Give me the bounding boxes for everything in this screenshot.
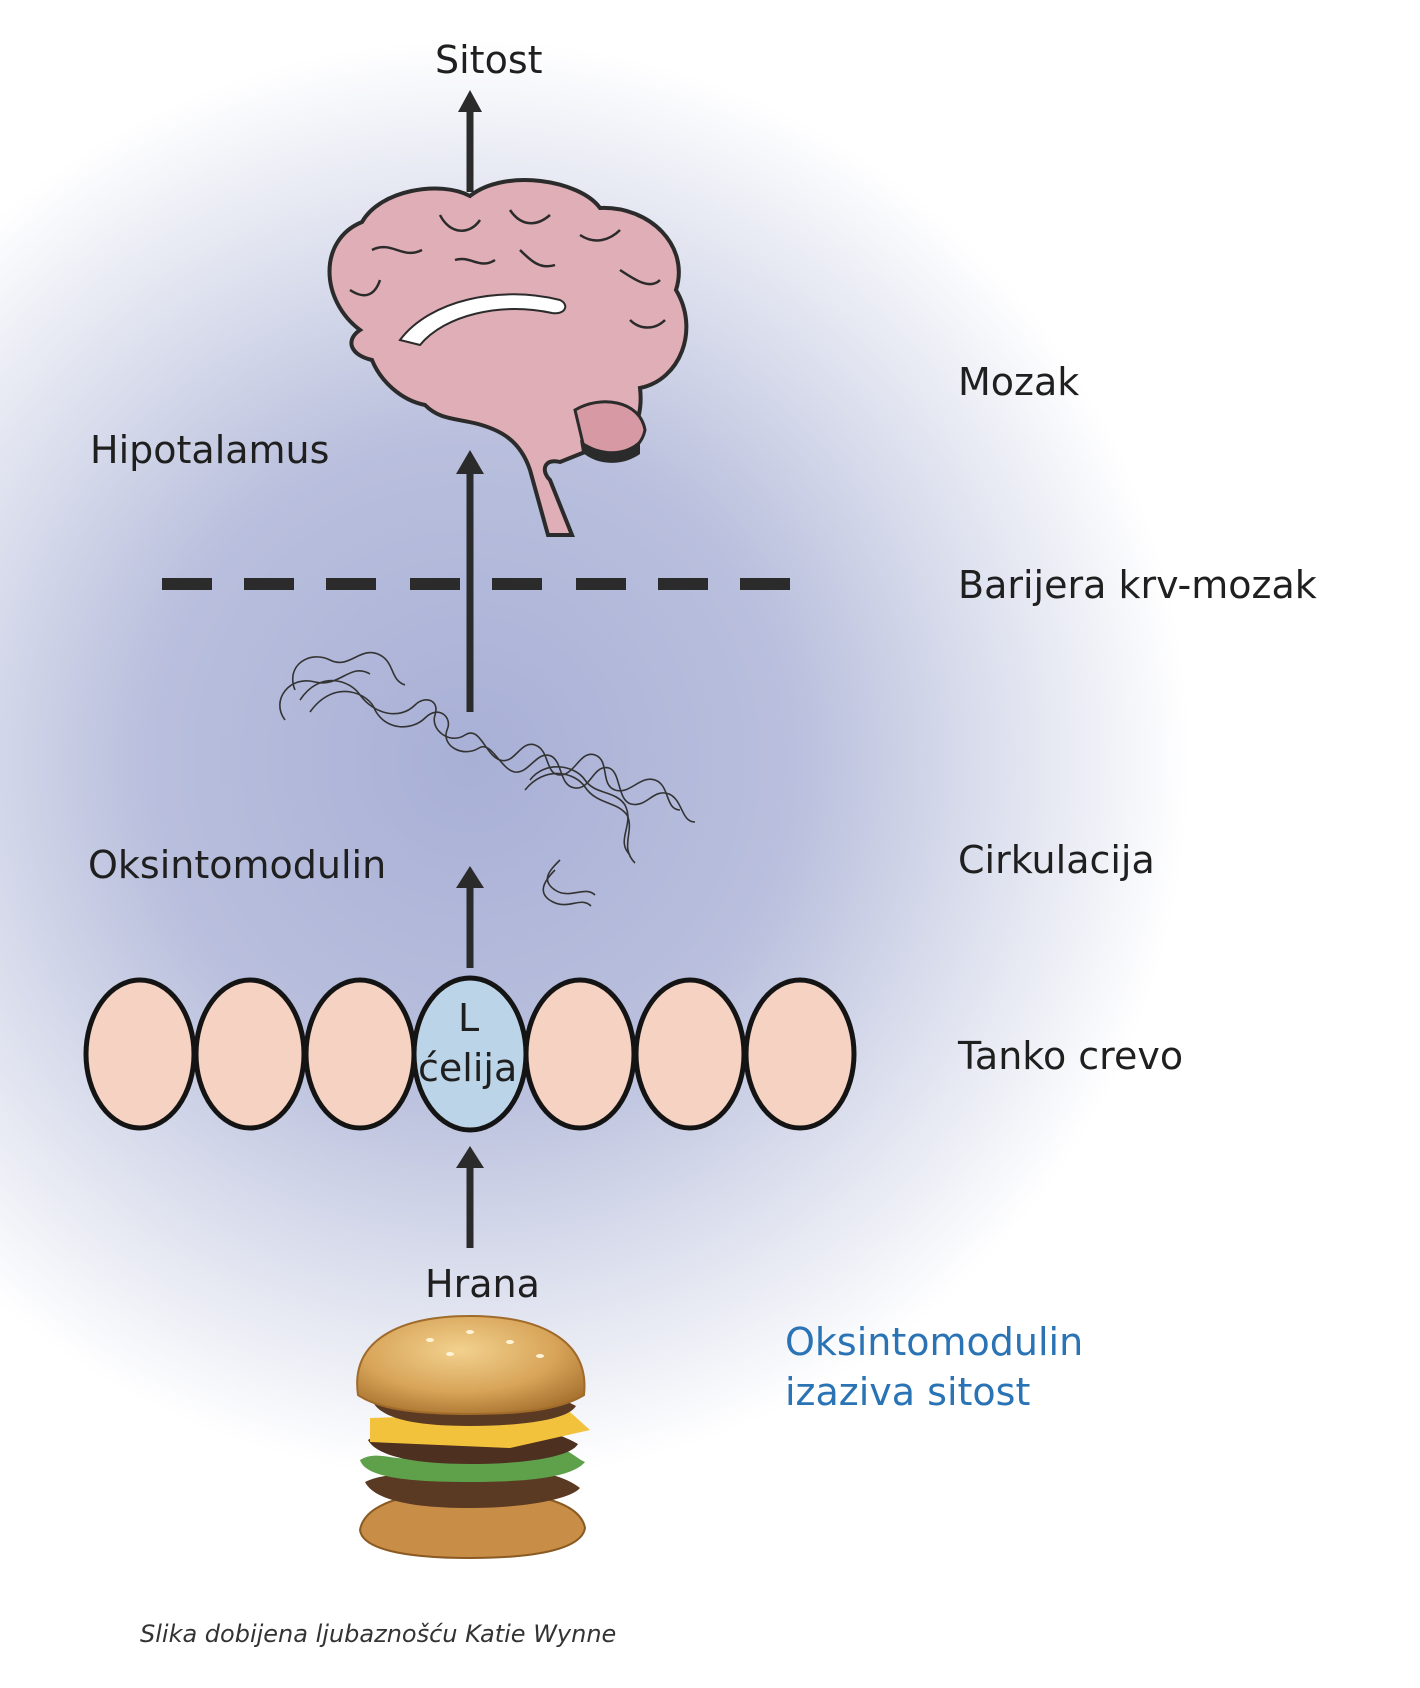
- intestine-cell: [303, 977, 417, 1131]
- image-credit: Slika dobijena ljubaznošću Katie Wynne: [140, 1620, 617, 1648]
- intestine-cell: [633, 977, 747, 1131]
- hamburger-icon: [356, 1314, 590, 1560]
- label-circulation: Cirkulacija: [958, 838, 1155, 882]
- label-hypothalamus: Hipotalamus: [90, 428, 330, 472]
- small-intestine-cells: [83, 975, 857, 1133]
- label-oxyntomodulin: Oksintomodulin: [88, 843, 387, 887]
- label-food: Hrana: [425, 1262, 540, 1306]
- intestine-cell: [743, 977, 857, 1131]
- arrows: [456, 90, 484, 1248]
- label-satiety: Sitost: [435, 38, 543, 82]
- caption-line-2: izaziva sitost: [785, 1370, 1031, 1414]
- label-blood-brain-barrier: Barijera krv-mozak: [958, 563, 1317, 607]
- peptide-chain-icon: [279, 651, 696, 907]
- label-l-cell-line2: ćelija: [418, 1046, 518, 1090]
- intestine-cell: [83, 977, 197, 1131]
- label-small-intestine: Tanko crevo: [958, 1034, 1184, 1078]
- brain-sagittal-icon: [327, 178, 689, 537]
- intestine-cell: [193, 977, 307, 1131]
- label-l-cell-line1: L: [458, 996, 480, 1040]
- label-brain: Mozak: [958, 360, 1080, 404]
- caption-line-1: Oksintomodulin: [785, 1320, 1084, 1364]
- barrier-line: [162, 578, 790, 590]
- intestine-cell: [523, 977, 637, 1131]
